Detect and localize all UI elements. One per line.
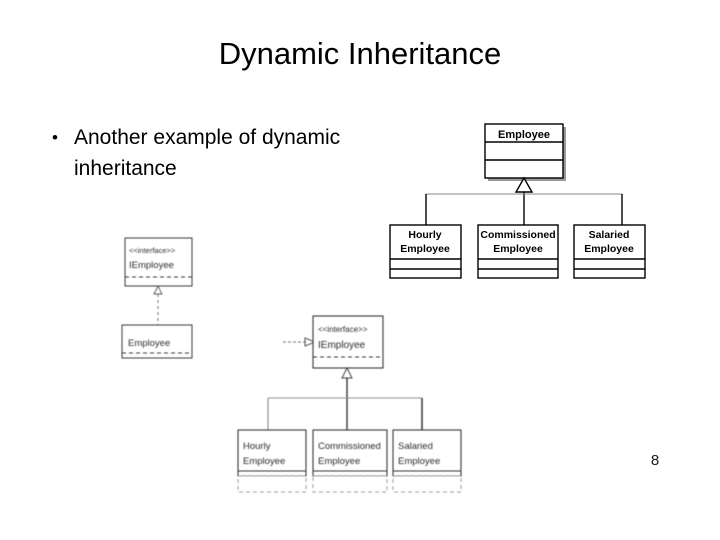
incoming-arrowhead-icon — [304, 337, 317, 347]
list-item: • Another example of dynamic inheritance — [52, 122, 382, 184]
commissioned-employee-class-box — [312, 429, 388, 477]
bullet-text: Another example of dynamic inheritance — [74, 126, 341, 180]
commissioned-employee-name-line2: Employee — [493, 243, 543, 255]
commissioned-employee-name-line2: Employee — [318, 456, 360, 467]
salaried-employee-name-line2: Employee — [584, 243, 634, 255]
iemployee-interface-box — [124, 237, 193, 287]
page-title: Dynamic Inheritance — [218, 36, 502, 71]
iemployee-stereotype: <<interface>> — [129, 246, 176, 255]
commissioned-employee-clipped-compartment — [312, 475, 388, 493]
hourly-employee-class-box — [237, 429, 307, 477]
bullet-marker-icon: • — [52, 128, 58, 147]
hourly-employee-name-line2: Employee — [400, 243, 450, 255]
salaried-employee-class-box — [392, 429, 462, 477]
salaried-employee-name-line2: Employee — [398, 456, 440, 467]
employee-class-box — [484, 123, 564, 179]
iemployee-interface-name: IEmployee — [318, 340, 366, 351]
iemployee-interface-name: IEmployee — [129, 260, 174, 271]
employee-impl-name: Employee — [128, 338, 170, 349]
static-inheritance-uml-figure: Employee Hourly Employee Commissioned Em… — [370, 112, 670, 292]
salaried-employee-clipped-compartment — [392, 475, 462, 493]
employee-class-name: Employee — [498, 129, 550, 141]
commissioned-employee-name-line1: Commissioned — [480, 229, 555, 241]
commissioned-employee-name-line1: Commissioned — [318, 441, 381, 452]
salaried-employee-name-line1: Salaried — [589, 229, 630, 241]
realization-arrowhead — [341, 366, 353, 379]
salaried-employee-name-line1: Salaried — [398, 441, 433, 452]
hourly-employee-name-line2: Employee — [243, 456, 285, 467]
static-inheritance-uml-svg: Employee Hourly Employee Commissioned Em… — [389, 123, 646, 279]
interface-realization-uml-svg: <<interface>> IEmployee Employee — [121, 237, 193, 359]
iemployee-stereotype: <<interface>> — [318, 325, 368, 334]
hourly-employee-name-line1: Hourly — [243, 441, 271, 452]
dynamic-inheritance-uml-svg: <<interface>> IEmployee Hourly Employee … — [237, 315, 462, 493]
bullet-list: • Another example of dynamic inheritance — [52, 122, 382, 184]
page-number: 8 — [650, 452, 660, 469]
iemployee-interface-box — [312, 315, 384, 369]
dynamic-inheritance-uml-figure: <<interface>> IEmployee Hourly Employee … — [225, 308, 495, 540]
realization-arrowhead — [153, 284, 163, 295]
interface-realization-uml-figure: <<interface>> IEmployee Employee — [112, 230, 212, 365]
hourly-employee-clipped-compartment — [237, 475, 307, 493]
hourly-employee-name-line1: Hourly — [408, 229, 441, 241]
